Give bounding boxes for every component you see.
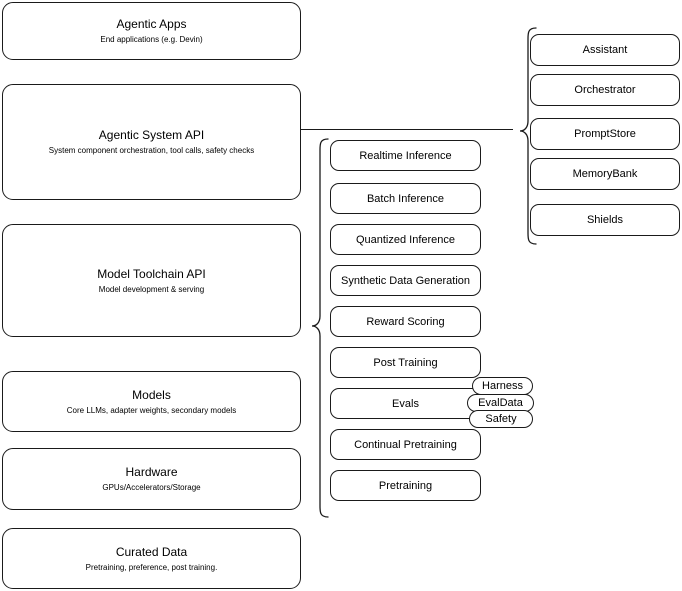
system-component-assistant[interactable]: Assistant	[530, 34, 680, 66]
capability-label: Post Training	[373, 356, 438, 369]
capability-label: Continual Pretraining	[354, 438, 457, 451]
capability-label: Realtime Inference	[359, 149, 452, 162]
capability-label: Reward Scoring	[366, 315, 445, 328]
eval-pill-label: Harness	[482, 380, 523, 392]
system-component-label: Shields	[586, 214, 624, 226]
eval-pill-label: EvalData	[478, 397, 523, 409]
capability-label: Quantized Inference	[355, 233, 456, 246]
system-component-promptstore[interactable]: PromptStore	[530, 118, 680, 150]
capability-label: Pretraining	[378, 479, 433, 492]
layer-title: Model Toolchain API	[97, 266, 206, 281]
layer-subtitle: Model development & serving	[98, 284, 205, 294]
capability-batch-inference[interactable]: Batch Inference	[330, 183, 481, 214]
eval-pill-label: Safety	[485, 413, 517, 425]
connector-system-api-to-components	[301, 129, 513, 131]
layer-box-agentic-apps[interactable]: Agentic Apps End applications (e.g. Devi…	[2, 2, 301, 60]
layer-title: Hardware	[125, 465, 178, 479]
system-component-label: Orchestrator	[574, 84, 636, 96]
capability-quantized-inference[interactable]: Quantized Inference	[330, 224, 481, 255]
system-component-orchestrator[interactable]: Orchestrator	[530, 74, 680, 106]
system-component-label: MemoryBank	[572, 168, 638, 180]
layer-box-curated-data[interactable]: Curated Data Pretraining, preference, po…	[2, 528, 301, 589]
capability-evals[interactable]: Evals	[330, 388, 481, 419]
layer-title: Agentic System API	[98, 128, 205, 142]
brace-toolchain-capabilities	[303, 138, 329, 518]
layer-title: Agentic Apps	[116, 17, 187, 31]
layer-box-agentic-system-api[interactable]: Agentic System API System component orch…	[2, 84, 301, 200]
layer-subtitle: Core LLMs, adapter weights, secondary mo…	[66, 405, 237, 415]
layer-box-models[interactable]: Models Core LLMs, adapter weights, secon…	[2, 371, 301, 432]
layer-box-model-toolchain-api[interactable]: Model Toolchain API Model development & …	[2, 224, 301, 337]
capability-synthetic-data-generation[interactable]: Synthetic Data Generation	[330, 265, 481, 296]
capability-label: Batch Inference	[366, 192, 445, 205]
capability-realtime-inference[interactable]: Realtime Inference	[330, 140, 481, 171]
system-component-shields[interactable]: Shields	[530, 204, 680, 236]
system-component-label: Assistant	[582, 44, 628, 56]
layer-subtitle: End applications (e.g. Devin)	[100, 35, 203, 44]
brace-system-components	[511, 27, 537, 245]
layer-box-hardware[interactable]: Hardware GPUs/Accelerators/Storage	[2, 448, 301, 510]
system-component-memorybank[interactable]: MemoryBank	[530, 158, 680, 190]
capability-pretraining[interactable]: Pretraining	[330, 470, 481, 501]
layer-title: Curated Data	[115, 544, 188, 559]
capability-label: Evals	[392, 397, 419, 410]
eval-pill-safety[interactable]: Safety	[469, 410, 533, 428]
layer-subtitle: Pretraining, preference, post training.	[85, 562, 218, 572]
eval-pill-harness[interactable]: Harness	[472, 377, 533, 395]
layer-title: Models	[132, 387, 171, 402]
system-component-label: PromptStore	[574, 128, 636, 140]
layer-subtitle: GPUs/Accelerators/Storage	[102, 483, 201, 492]
capability-reward-scoring[interactable]: Reward Scoring	[330, 306, 481, 337]
layer-subtitle: System component orchestration, tool cal…	[48, 146, 255, 155]
capability-label: Synthetic Data Generation	[340, 274, 471, 287]
capability-continual-pretraining[interactable]: Continual Pretraining	[330, 429, 481, 460]
capability-post-training[interactable]: Post Training	[330, 347, 481, 378]
